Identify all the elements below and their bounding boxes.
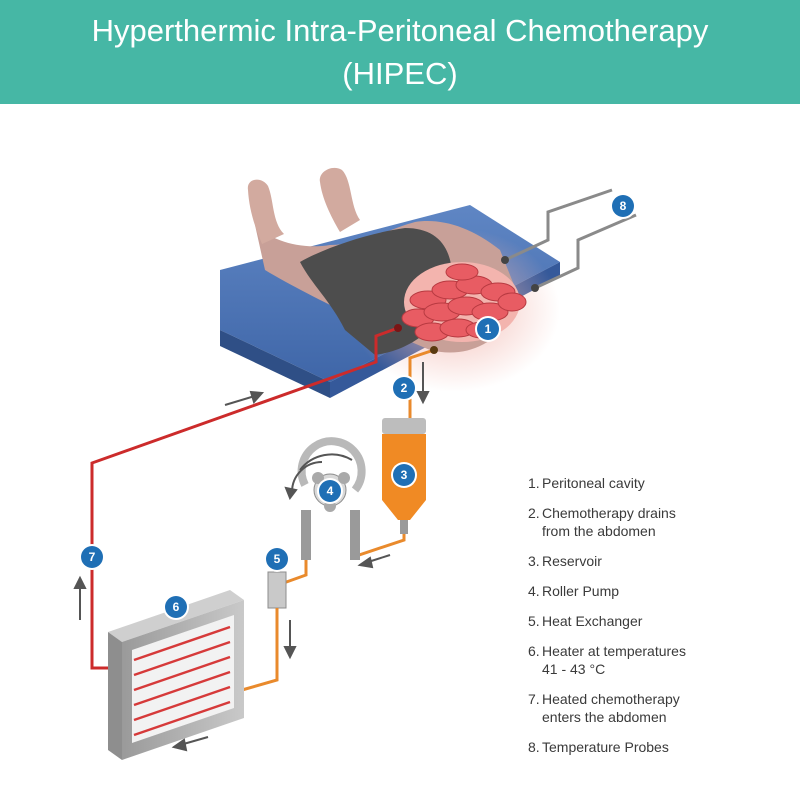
legend-text: Reservoir (542, 553, 602, 569)
legend-text: Peritoneal cavity (542, 475, 645, 491)
legend-text: Heat Exchanger (542, 613, 643, 629)
legend-number: 7. (528, 691, 540, 707)
flow-arrows (73, 362, 430, 752)
legend-item: 7. Heated chemotherapy enters the abdome… (528, 690, 798, 726)
legend-number: 6. (528, 643, 540, 659)
title-banner: Hyperthermic Intra-Peritoneal Chemothera… (0, 0, 800, 104)
legend-item: 5. Heat Exchanger (528, 612, 798, 630)
legend-number: 3. (528, 553, 540, 569)
badge-6: 6 (165, 596, 187, 618)
legend-item: 3. Reservoir (528, 552, 798, 570)
legend-text: Heater at temperatures 41 - 43 °C (542, 643, 686, 677)
legend-item: 4. Roller Pump (528, 582, 798, 600)
exchanger-to-heater-line (241, 608, 279, 692)
inflow-port (394, 324, 402, 332)
legend-text: Chemotherapy drains from the abdomen (542, 505, 676, 539)
probe-tip-upper (501, 256, 509, 264)
badge-1: 1 (477, 318, 499, 340)
legend-text: Roller Pump (542, 583, 620, 599)
legend-item: 8. Temperature Probes (528, 738, 798, 756)
legend-item: 6. Heater at temperatures 41 - 43 °C (528, 642, 798, 678)
legend-number: 4. (528, 583, 540, 599)
probe-tip-lower (531, 284, 539, 292)
badge-2: 2 (393, 377, 415, 399)
badge-3: 3 (393, 464, 415, 486)
legend-item: 1. Peritoneal cavity (528, 474, 798, 492)
pump-to-exchanger-line (277, 560, 308, 587)
legend-number: 8. (528, 739, 540, 755)
temperature-probes (504, 188, 637, 290)
hipec-diagram (73, 167, 637, 760)
legend-number: 2. (528, 505, 540, 521)
title-line-2: (HIPEC) (342, 56, 458, 91)
legend-text: Temperature Probes (542, 739, 669, 755)
legend-item: 2. Chemotherapy drains from the abdomen (528, 504, 798, 540)
heated-chemotherapy-line (90, 326, 399, 670)
legend: 1. Peritoneal cavity 2. Chemotherapy dra… (528, 474, 798, 768)
title-line-1: Hyperthermic Intra-Peritoneal Chemothera… (91, 13, 709, 48)
badge-5: 5 (266, 548, 288, 570)
drain-line (408, 348, 435, 420)
badge-8: 8 (612, 195, 634, 217)
outflow-port (430, 346, 438, 354)
legend-number: 5. (528, 613, 540, 629)
badge-7: 7 (81, 546, 103, 568)
heat-exchanger (267, 571, 287, 609)
legend-number: 1. (528, 475, 540, 491)
legend-text: Heated chemotherapy enters the abdomen (542, 691, 680, 725)
badge-4: 4 (319, 480, 341, 502)
